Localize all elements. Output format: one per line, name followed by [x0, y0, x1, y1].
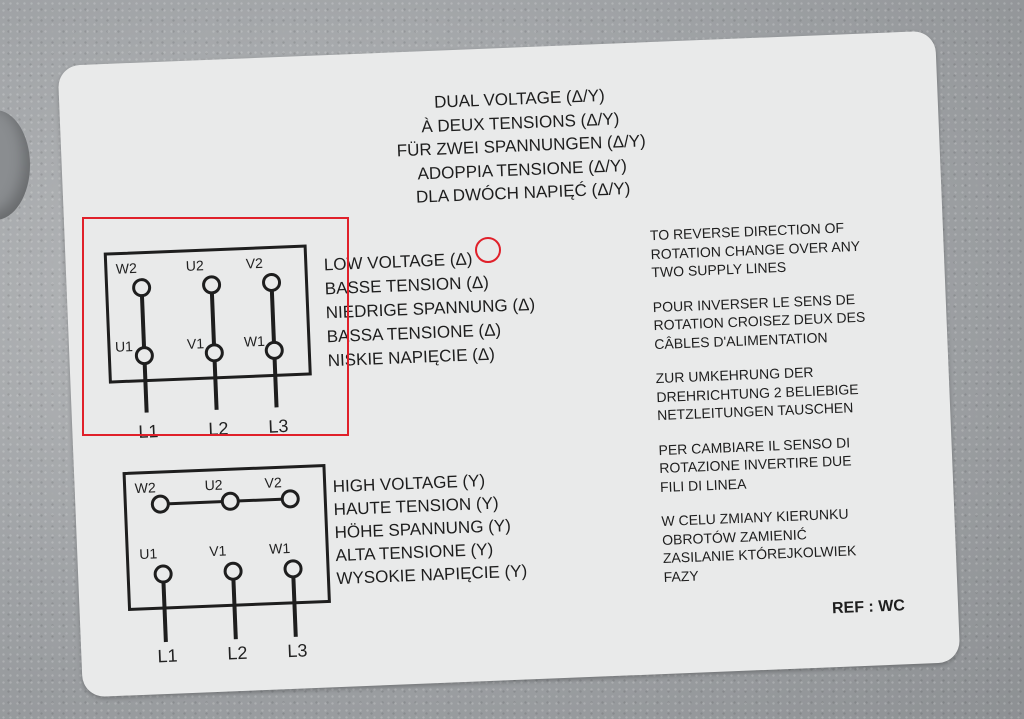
- terminal-w1: [283, 559, 303, 579]
- label-w1: W1: [269, 540, 291, 557]
- lead-l1: [161, 573, 168, 643]
- high-voltage-text: HIGH VOLTAGE (Y) HAUTE TENSION (Y) HÖHE …: [332, 468, 527, 591]
- terminal-w2: [132, 278, 152, 298]
- reverse-block-de: ZUR UMKEHRUNG DER DREHRICHTUNG 2 BELIEBI…: [655, 361, 869, 425]
- terminal-w2: [150, 494, 170, 514]
- highlight-circle: [475, 237, 501, 263]
- label-l3: L3: [287, 640, 308, 661]
- label-v1: V1: [187, 335, 205, 352]
- label-u1: U1: [139, 545, 158, 562]
- terminal-box: [122, 463, 331, 611]
- terminal-v2: [262, 272, 282, 292]
- nameplate-label: DUAL VOLTAGE (Δ/Y) À DEUX TENSIONS (Δ/Y)…: [57, 30, 961, 698]
- terminal-w1: [264, 340, 284, 360]
- label-w2: W2: [116, 260, 138, 277]
- reverse-rotation-text: TO REVERSE DIRECTION OF ROTATION CHANGE …: [650, 218, 877, 602]
- label-l2: L2: [208, 418, 229, 439]
- terminal-box: [103, 244, 312, 384]
- terminal-u2: [220, 491, 240, 511]
- terminal-u2: [202, 275, 222, 295]
- reverse-block-fr: POUR INVERSER LE SENS DE ROTATION CROISE…: [652, 289, 866, 353]
- dual-voltage-title: DUAL VOLTAGE (Δ/Y) À DEUX TENSIONS (Δ/Y)…: [359, 81, 683, 211]
- lead-l3: [291, 568, 298, 637]
- terminal-v2: [280, 489, 300, 509]
- label-u1: U1: [115, 338, 134, 355]
- label-l2: L2: [227, 643, 248, 664]
- terminal-u1: [134, 346, 154, 366]
- label-l1: L1: [138, 421, 159, 442]
- reverse-block-it: PER CAMBIARE IL SENSO DI ROTAZIONE INVER…: [658, 432, 872, 496]
- lead-l2: [231, 571, 238, 640]
- label-l3: L3: [268, 416, 289, 437]
- delta-wiring-diagram: W2 U2 V2 U1 V1 W1 L1 L2 L3: [103, 244, 312, 442]
- reverse-block-en: TO REVERSE DIRECTION OF ROTATION CHANGE …: [650, 218, 864, 282]
- label-v1: V1: [209, 542, 227, 559]
- label-v2: V2: [264, 474, 282, 491]
- terminal-v1: [204, 343, 224, 363]
- label-w1: W1: [244, 333, 266, 350]
- terminal-u1: [153, 564, 173, 584]
- low-voltage-text: LOW VOLTAGE (Δ) BASSE TENSION (Δ) NIEDRI…: [323, 245, 537, 373]
- label-l1: L1: [157, 646, 178, 667]
- label-v2: V2: [245, 255, 263, 272]
- label-u2: U2: [204, 477, 223, 494]
- ref-code: REF : WC: [831, 597, 906, 618]
- reverse-block-pl: W CELU ZMIANY KIERUNKU OBROTÓW ZAMIENIĆ …: [661, 504, 876, 586]
- label-u2: U2: [185, 257, 204, 274]
- star-wiring-diagram: W2 U2 V2 U1 V1 W1 L1 L2 L3: [122, 463, 331, 667]
- terminal-v1: [223, 561, 243, 581]
- highlight-rectangle: [82, 217, 349, 436]
- label-w2: W2: [134, 479, 156, 496]
